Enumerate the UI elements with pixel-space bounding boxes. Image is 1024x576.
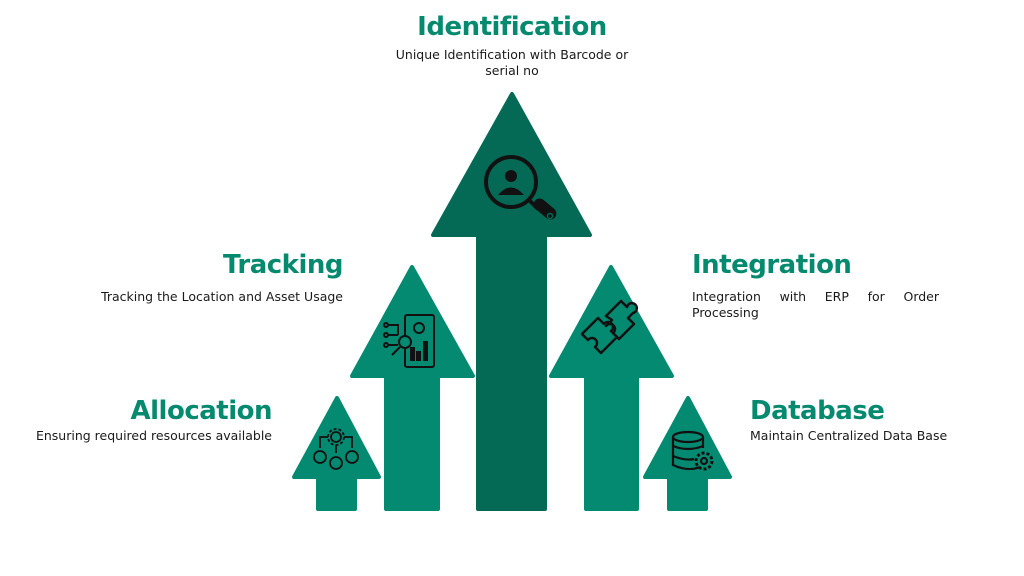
integration-desc: Integration with ERP for Order Processin…	[692, 289, 939, 320]
identification-arrow	[431, 92, 592, 511]
identification-desc: Unique Identification with Barcode or se…	[395, 47, 629, 78]
tracking-title: Tracking	[223, 250, 343, 280]
allocation-title: Allocation	[130, 396, 273, 426]
allocation-desc: Ensuring required resources available	[35, 428, 272, 443]
database-title: Database	[750, 396, 885, 426]
allocation-arrow	[292, 396, 381, 511]
integration-title: Integration	[692, 250, 852, 280]
database-gear-icon	[671, 430, 714, 471]
tracking-desc: Tracking the Location and Asset Usage	[101, 289, 343, 304]
identification-title: Identification	[417, 12, 607, 42]
integration-arrow	[549, 265, 674, 511]
puzzle-icon	[580, 299, 639, 355]
user-search-icon	[484, 155, 557, 220]
resource-allocation-icon	[313, 428, 359, 470]
tracking-arrow	[350, 265, 475, 511]
mobile-analytics-icon	[383, 314, 435, 368]
database-desc: Maintain Centralized Data Base	[750, 428, 948, 443]
database-arrow	[643, 396, 732, 511]
